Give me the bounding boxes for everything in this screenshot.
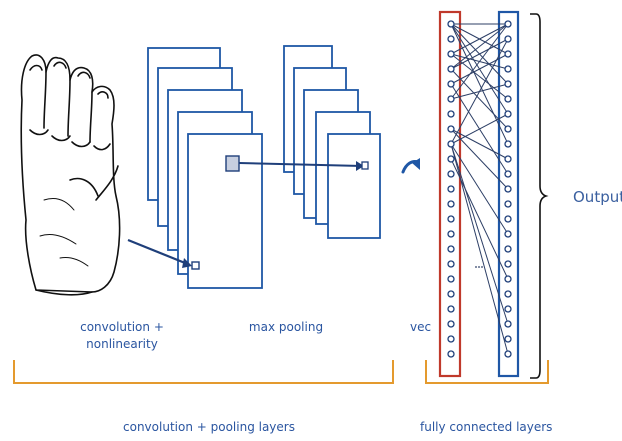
output-label: Output	[573, 188, 622, 206]
convolution-label: convolution +	[80, 320, 164, 334]
nonlinearity-label: nonlinearity	[86, 337, 158, 351]
conv-pool-layers-label: convolution + pooling layers	[123, 420, 295, 434]
max-pooling-label: max pooling	[248, 320, 324, 334]
conv-pool-brace	[13, 360, 394, 384]
vec-label: vec	[410, 320, 432, 334]
fc-brace	[425, 360, 549, 384]
input-vector-nodes	[447, 20, 455, 358]
convolution-feature-maps	[147, 47, 263, 289]
conv-map-5	[187, 133, 263, 289]
hand-sketch-image	[20, 54, 121, 296]
pooling-feature-maps	[283, 45, 381, 239]
ellipsis-dots	[475, 266, 483, 268]
hidden-vector-nodes	[504, 20, 512, 358]
fc-layers-label: fully connected layers	[420, 420, 553, 434]
receptive-field-arrow	[127, 238, 200, 270]
hidden-vector-box	[497, 10, 520, 378]
input-vector-box	[438, 10, 462, 378]
pool-map-5	[327, 133, 381, 239]
output-brace	[530, 13, 549, 379]
fc-connections	[450, 23, 509, 355]
pooling-window-arrow	[225, 155, 369, 172]
curved-arrow-head	[412, 158, 420, 170]
